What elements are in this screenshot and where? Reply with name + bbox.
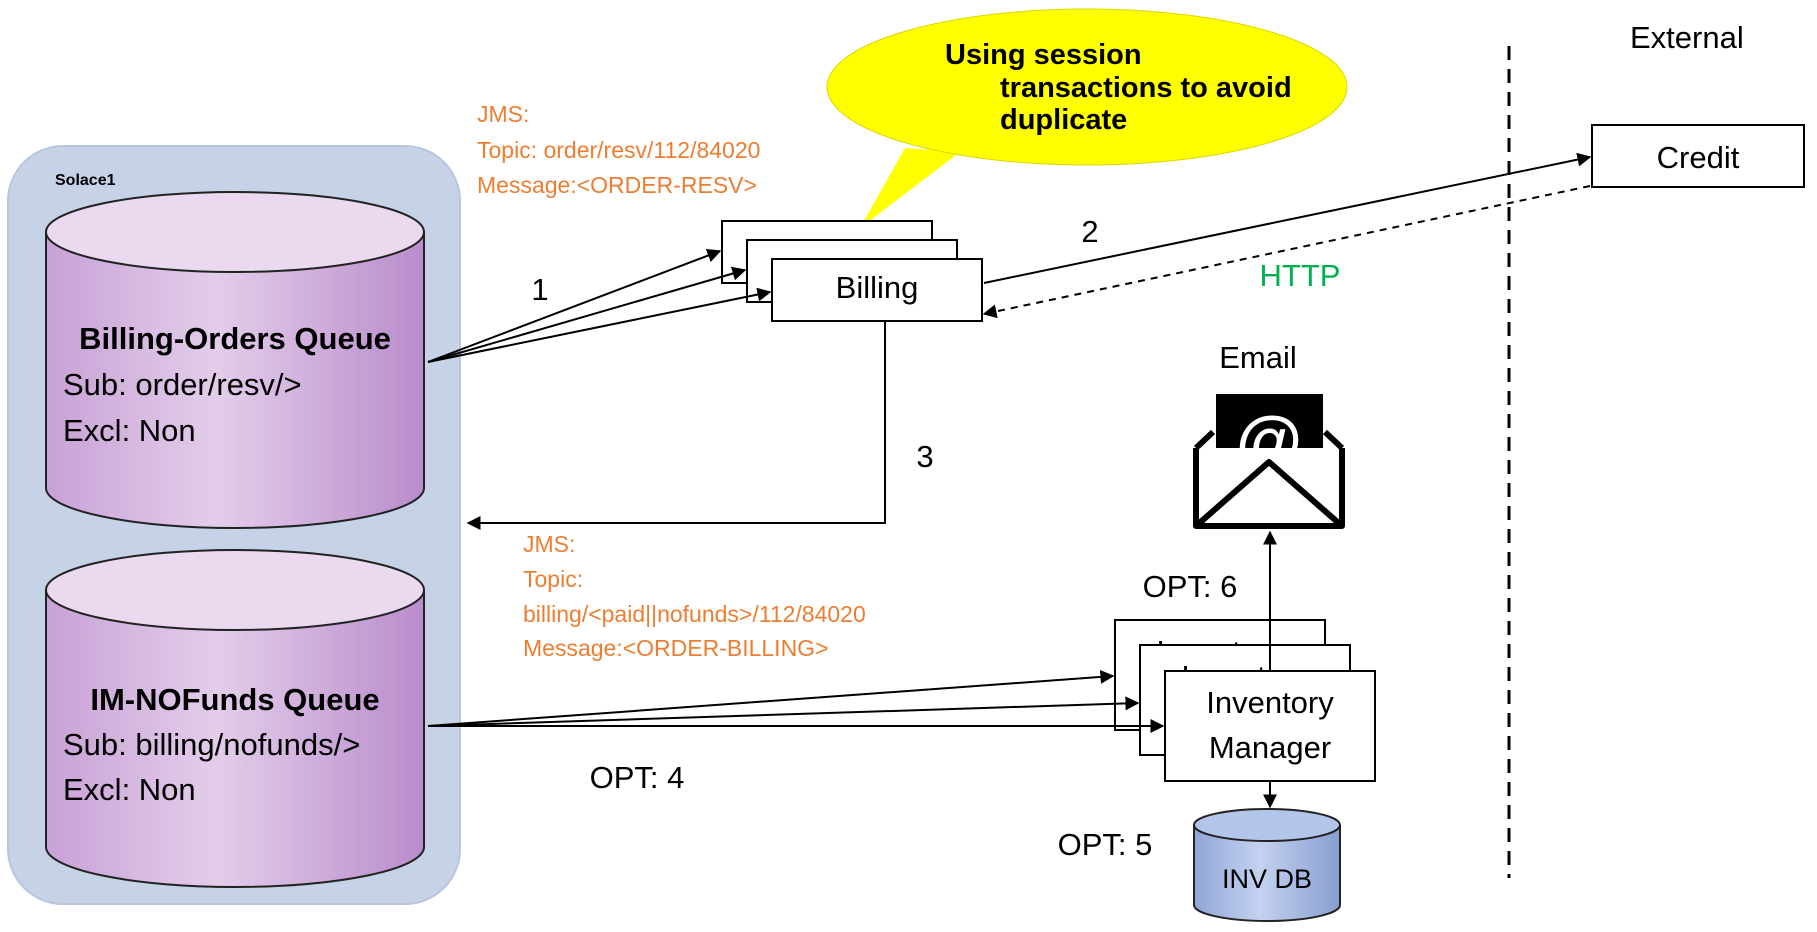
broker-label: Solace1 bbox=[55, 172, 116, 189]
billing-service: Billing bbox=[721, 220, 983, 322]
billing-box bbox=[771, 258, 983, 322]
callout-line-2: transactions to avoid bbox=[1000, 72, 1292, 104]
callout-tail bbox=[860, 148, 960, 228]
opt-6-label: OPT: 6 bbox=[1143, 569, 1238, 604]
arrow-to-billing-back bbox=[427, 248, 722, 363]
callout-line-3: duplicate bbox=[1000, 104, 1127, 136]
jms-out-line-2: Topic: bbox=[523, 566, 583, 592]
credit-service: Credit bbox=[1591, 124, 1805, 188]
queue-exclusivity: Excl: Non bbox=[63, 772, 196, 807]
queue-cylinder-body bbox=[45, 590, 425, 888]
jms-out-line-3: billing/<paid||nofunds>/112/84020 bbox=[523, 601, 866, 627]
arrow-to-inventory-back bbox=[427, 669, 1115, 727]
step-3-arrow bbox=[466, 321, 886, 530]
queue-cylinder-top bbox=[45, 549, 425, 631]
inventory-box bbox=[1164, 670, 1376, 782]
callout-bubble: Using session transactions to avoid dupl… bbox=[826, 8, 1348, 228]
inventory-label-line-2: Manager bbox=[1209, 730, 1331, 765]
http-label: HTTP bbox=[1260, 258, 1341, 293]
db-cylinder-top bbox=[1193, 808, 1341, 842]
step-2-label: 2 bbox=[1081, 214, 1098, 249]
billing-label: Billing bbox=[836, 270, 919, 305]
step-1-label: 1 bbox=[531, 272, 548, 307]
external-label: External bbox=[1630, 20, 1744, 55]
email-label: Email bbox=[1219, 340, 1297, 375]
envelope-corners bbox=[1193, 429, 1345, 451]
envelope-at-icon: @ bbox=[1193, 394, 1345, 529]
step-2-arrow bbox=[983, 152, 1592, 284]
email-service: Email @ bbox=[1193, 340, 1345, 529]
opt-4-label: OPT: 4 bbox=[590, 760, 685, 795]
arrow-to-billing-middle bbox=[427, 266, 747, 363]
envelope-body bbox=[1193, 448, 1345, 529]
inventory-manager-service: Inventory Inventory Inventory Manager bbox=[1114, 619, 1376, 782]
callout-ellipse bbox=[826, 8, 1348, 166]
opt-5-label: OPT: 5 bbox=[1058, 827, 1153, 862]
jms-in-line-1: JMS: bbox=[477, 101, 529, 127]
queue-cylinder-body bbox=[45, 232, 425, 529]
im-nofunds-queue: IM-NOFunds Queue Sub: billing/nofunds/> … bbox=[45, 549, 425, 888]
inventory-database: INV DB bbox=[1193, 808, 1341, 922]
queue-title: Billing-Orders Queue bbox=[79, 321, 391, 356]
queue-subscription: Sub: billing/nofunds/> bbox=[63, 727, 360, 762]
step-3-label: 3 bbox=[916, 439, 933, 474]
jms-in-line-3: Message:<ORDER-RESV> bbox=[477, 172, 757, 198]
queue-subscription: Sub: order/resv/> bbox=[63, 367, 302, 402]
queue-cylinder-top bbox=[45, 191, 425, 273]
callout-line-1: Using session bbox=[945, 39, 1142, 71]
jms-outbound-note: JMS: Topic: billing/<paid||nofunds>/112/… bbox=[523, 531, 866, 661]
jms-in-line-2: Topic: order/resv/112/84020 bbox=[477, 137, 760, 163]
http-response-arrow bbox=[982, 185, 1591, 319]
billing-orders-queue: Billing-Orders Queue Sub: order/resv/> E… bbox=[45, 191, 425, 529]
envelope-flap bbox=[1194, 459, 1344, 529]
jms-out-line-1: JMS: bbox=[523, 531, 575, 557]
credit-box bbox=[1591, 124, 1805, 188]
db-cylinder-body bbox=[1193, 825, 1341, 922]
inventory-label-line-1: Inventory bbox=[1206, 685, 1334, 720]
queue-exclusivity: Excl: Non bbox=[63, 413, 196, 448]
arrow-to-inventory-middle bbox=[427, 696, 1140, 727]
db-label: INV DB bbox=[1222, 864, 1312, 894]
credit-label: Credit bbox=[1657, 140, 1740, 175]
queue-title: IM-NOFunds Queue bbox=[90, 682, 379, 717]
opt-4-arrows bbox=[427, 669, 1165, 733]
jms-inbound-note: JMS: Topic: order/resv/112/84020 Message… bbox=[477, 101, 760, 198]
jms-out-line-4: Message:<ORDER-BILLING> bbox=[523, 635, 829, 661]
step-1-arrows bbox=[427, 248, 772, 363]
arrow-to-billing-front bbox=[427, 287, 772, 363]
